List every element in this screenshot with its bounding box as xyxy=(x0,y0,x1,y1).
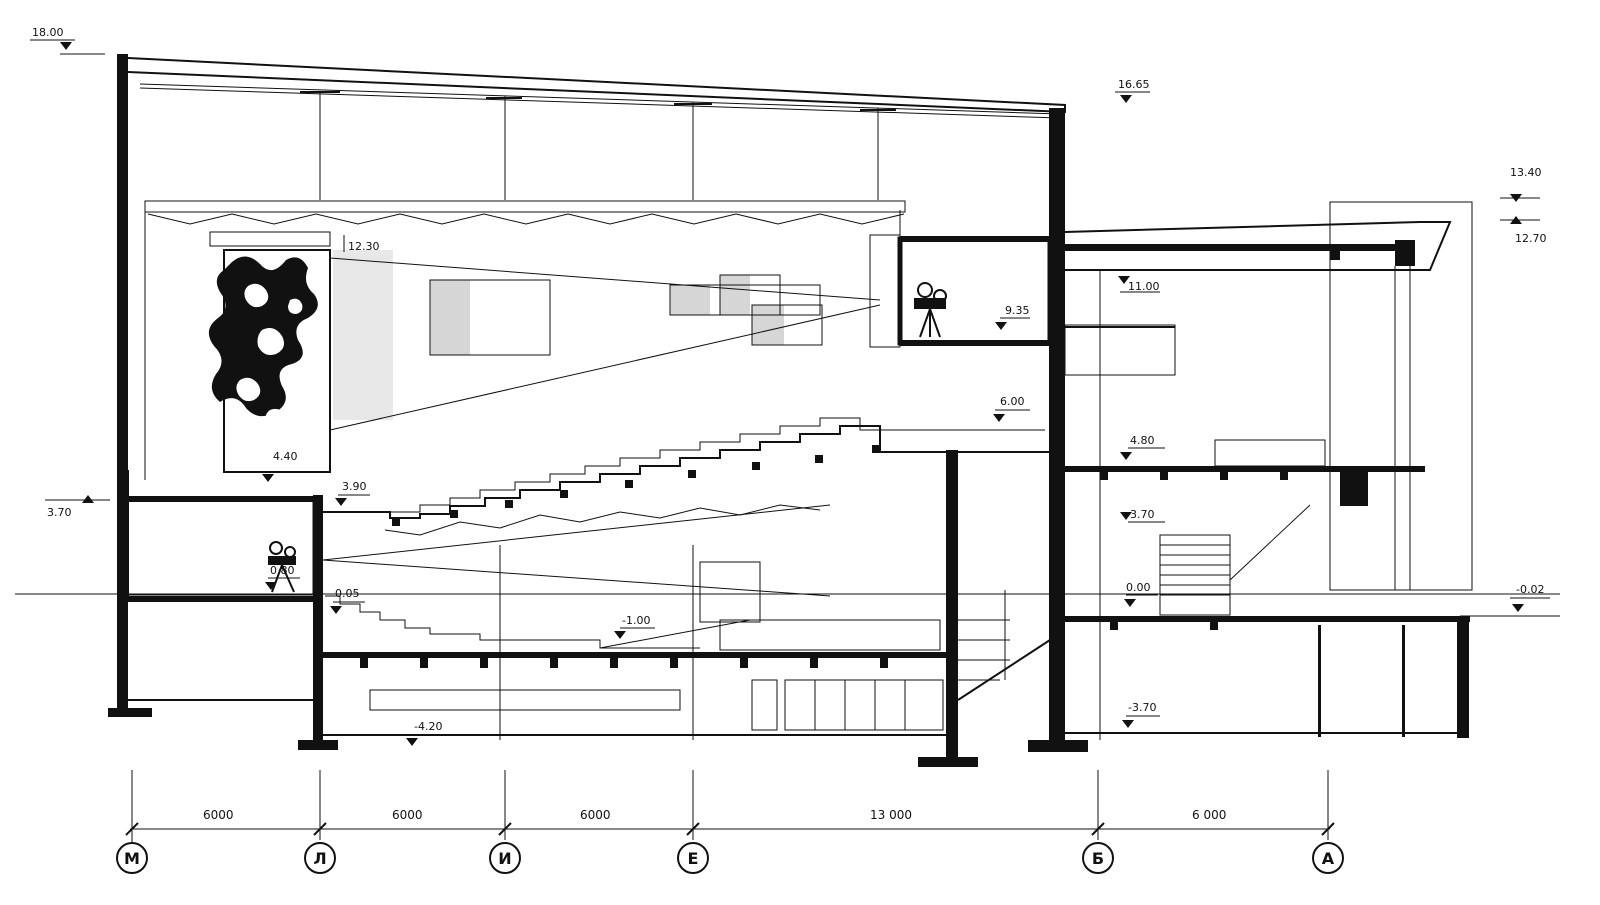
axis-marker: И xyxy=(489,842,521,874)
svg-text:-4.20: -4.20 xyxy=(414,720,442,733)
elevation-mark: 12.30 xyxy=(343,235,380,253)
svg-text:-0.02: -0.02 xyxy=(1516,583,1544,596)
elevation-mark: -0.02 xyxy=(1510,583,1550,612)
svg-text:М: М xyxy=(124,849,140,868)
svg-text:18.00: 18.00 xyxy=(32,26,64,39)
projection-booth-lower xyxy=(127,496,318,602)
axis-marker: Е xyxy=(677,842,709,874)
svg-text:0.80: 0.80 xyxy=(270,564,295,577)
svg-text:11.00: 11.00 xyxy=(1128,280,1160,293)
axis-markers: М Л И Е Б А xyxy=(116,840,1344,874)
elevation-mark: 9.35 xyxy=(995,304,1030,330)
elevation-mark: 0.00 xyxy=(1124,581,1158,607)
elevation-mark: 3.90 xyxy=(335,480,370,506)
svg-text:9.35: 9.35 xyxy=(1005,304,1030,317)
svg-text:Л: Л xyxy=(313,849,326,868)
axis-marker: М xyxy=(116,840,148,874)
structural-walls xyxy=(108,54,1469,767)
elevation-mark: 3.70 xyxy=(1120,508,1165,523)
svg-text:3.70: 3.70 xyxy=(1130,508,1155,521)
svg-text:0.00: 0.00 xyxy=(1126,581,1151,594)
elevation-mark: 0.80 xyxy=(265,564,300,590)
upper-seating-tiers xyxy=(320,417,1050,536)
span-dimension: 13 000 xyxy=(870,808,912,822)
lower-floor-slab xyxy=(128,545,948,740)
elevation-marks: 18.00 16.65 13.40 12.70 12.30 11.00 9.35… xyxy=(30,26,1550,746)
svg-text:Б: Б xyxy=(1092,849,1104,868)
svg-text:12.70: 12.70 xyxy=(1515,232,1547,245)
lobby-wing xyxy=(1064,201,1473,740)
span-dimension: 6000 xyxy=(392,808,423,822)
axis-marker: Б xyxy=(1082,842,1114,874)
svg-text:Е: Е xyxy=(688,849,699,868)
projection-booth-upper xyxy=(869,234,1053,348)
projection-rays xyxy=(322,257,881,597)
elevation-mark: 0.05 xyxy=(330,587,365,614)
axis-marker: Л xyxy=(304,842,336,874)
elevation-mark: 12.70 xyxy=(1500,216,1547,245)
elevation-mark: -3.70 xyxy=(1122,701,1160,728)
svg-text:6.00: 6.00 xyxy=(1000,395,1025,408)
axis-marker: А xyxy=(1312,842,1344,874)
span-dimension: 6000 xyxy=(203,808,234,822)
elevation-mark: 3.70 xyxy=(45,495,110,519)
svg-text:3.90: 3.90 xyxy=(342,480,367,493)
svg-text:16.65: 16.65 xyxy=(1118,78,1150,91)
elevation-mark: 16.65 xyxy=(1115,78,1150,103)
span-dimension: 6 000 xyxy=(1192,808,1226,822)
elevation-mark: 11.00 xyxy=(1118,276,1160,293)
elevation-mark: -4.20 xyxy=(406,720,445,746)
roof-structure xyxy=(127,57,1066,200)
svg-text:3.70: 3.70 xyxy=(47,506,72,519)
svg-text:А: А xyxy=(1322,849,1335,868)
svg-text:-1.00: -1.00 xyxy=(622,614,650,627)
camera-icon xyxy=(914,282,947,338)
svg-text:4.80: 4.80 xyxy=(1130,434,1155,447)
svg-text:И: И xyxy=(498,849,511,868)
elevation-mark: 18.00 xyxy=(30,26,105,55)
elevation-mark: 13.40 xyxy=(1500,166,1542,202)
dimension-chain: 6000 6000 6000 13 000 6 000 xyxy=(125,770,1335,840)
span-dimension: 6000 xyxy=(580,808,611,822)
svg-text:4.40: 4.40 xyxy=(273,450,298,463)
elevation-mark: 6.00 xyxy=(993,395,1030,422)
svg-text:12.30: 12.30 xyxy=(348,240,380,253)
screen-mural xyxy=(208,231,823,473)
svg-text:0.05: 0.05 xyxy=(335,587,360,600)
diagonal-stair xyxy=(957,590,1051,701)
acoustic-ceiling xyxy=(144,200,906,225)
elevation-mark: -1.00 xyxy=(614,614,655,639)
elevation-mark: 4.80 xyxy=(1120,434,1165,460)
elevation-mark: 4.40 xyxy=(262,450,310,482)
svg-text:13.40: 13.40 xyxy=(1510,166,1542,179)
svg-text:-3.70: -3.70 xyxy=(1128,701,1156,714)
lower-seating-tiers xyxy=(325,595,941,651)
